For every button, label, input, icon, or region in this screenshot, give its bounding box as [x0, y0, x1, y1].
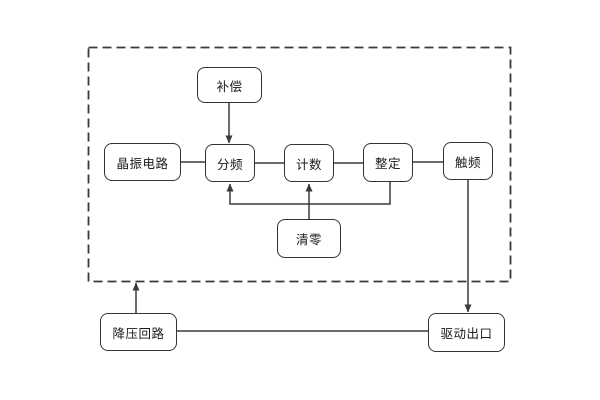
- dashed-boundary: [87, 46, 512, 283]
- edge-setting-feedback-to-divider: [226, 182, 391, 205]
- node-frequency-divider-label: 分频: [216, 157, 243, 172]
- node-setting-label: 整定: [374, 157, 401, 171]
- node-counter-label: 计数: [295, 157, 322, 172]
- node-stepdown-circuit: 降压回路: [100, 313, 177, 351]
- node-reset: 清零: [277, 219, 341, 258]
- node-stepdown-circuit-label: 降压回路: [112, 326, 165, 341]
- node-crystal-oscillator: 晶振电路: [104, 143, 181, 181]
- node-frequency-divider: 分频: [205, 144, 255, 182]
- node-setting: 整定: [363, 143, 413, 182]
- node-reset-label: 清零: [295, 233, 322, 247]
- node-drive-output-label: 驱动出口: [440, 327, 493, 341]
- node-drive-output: 驱动出口: [428, 313, 505, 352]
- node-compensation: 补偿: [197, 67, 262, 103]
- node-counter: 计数: [284, 144, 334, 182]
- node-trigger: 触频: [443, 142, 493, 180]
- node-crystal-oscillator-label: 晶振电路: [116, 156, 169, 171]
- node-trigger-label: 触频: [454, 155, 481, 170]
- node-compensation-label: 补偿: [216, 79, 243, 94]
